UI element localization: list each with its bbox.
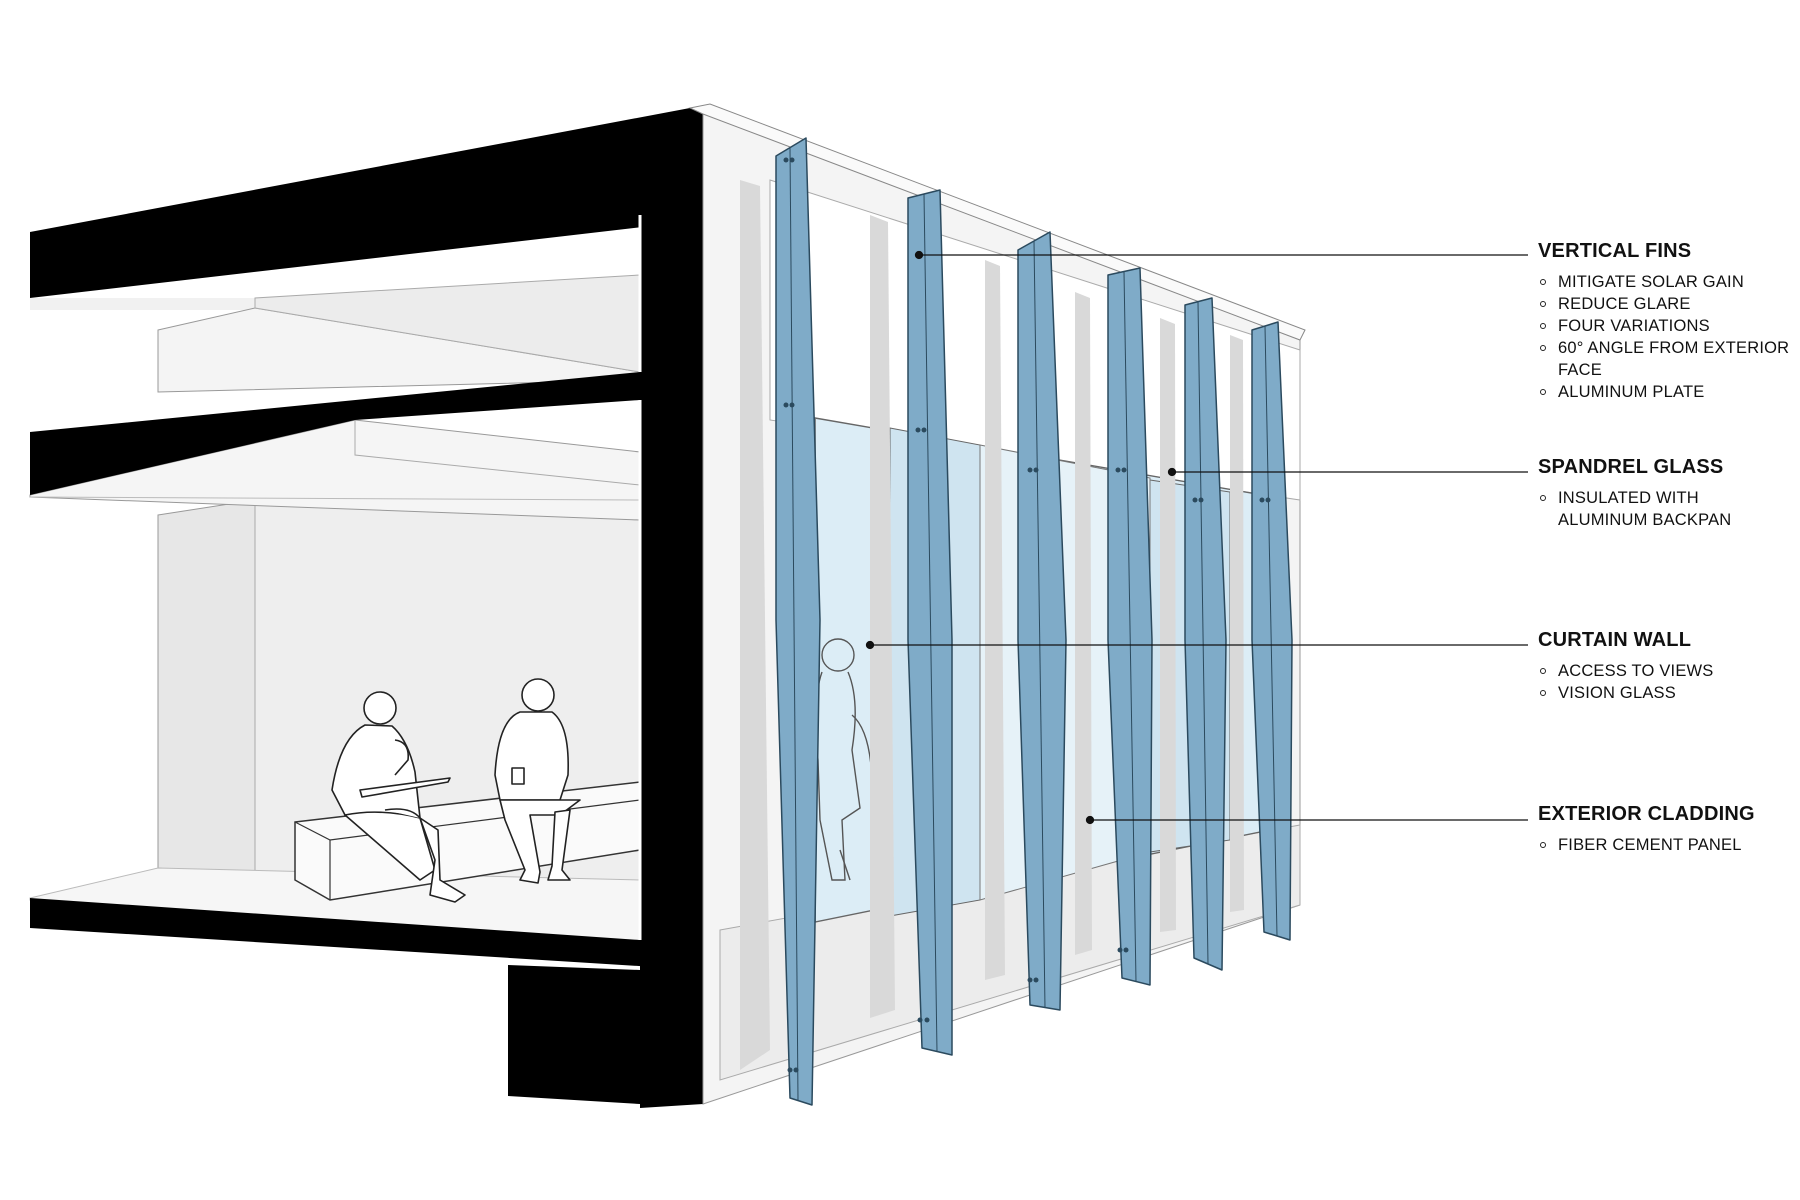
callout-item: REDUCE GLARE	[1538, 293, 1800, 315]
mid-slab	[30, 370, 703, 495]
callout-item: INSULATED WITH	[1538, 487, 1800, 509]
fin-5	[1184, 297, 1227, 971]
floor-slab	[30, 898, 703, 970]
parapet-coping	[688, 103, 1306, 341]
fin-fasteners	[783, 157, 1271, 1073]
exterior-wall-cut	[640, 112, 703, 1108]
callout-title: SPANDREL GLASS	[1538, 456, 1724, 478]
leader-lines	[865, 250, 1528, 825]
callout-item-continuation: ALUMINUM BACKPAN	[1558, 511, 1732, 529]
lower-room-column	[157, 499, 256, 879]
interior-room	[29, 267, 671, 956]
vertical-fins	[775, 137, 1293, 1106]
fin-3	[1017, 231, 1067, 1011]
callout-vertical-fins: VERTICAL FINS MITIGATE SOLAR GAIN REDUCE…	[1538, 240, 1800, 403]
callout-list: INSULATED WITH ALUMINUM BACKPAN	[1538, 487, 1800, 531]
callout-item: VISION GLASS	[1538, 682, 1800, 704]
callout-item-continuation: FACE	[1558, 361, 1602, 379]
callout-curtain-wall: CURTAIN WALL ACCESS TO VIEWS VISION GLAS…	[1538, 629, 1800, 704]
callout-item: FIBER CEMENT PANEL	[1538, 834, 1800, 856]
callout-item: FOUR VARIATIONS	[1538, 315, 1800, 337]
callout-item: MITIGATE SOLAR GAIN	[1538, 271, 1800, 293]
callout-title: EXTERIOR CLADDING	[1538, 803, 1755, 825]
callout-exterior-cladding: EXTERIOR CLADDING FIBER CEMENT PANEL	[1538, 803, 1800, 856]
fin-6	[1251, 321, 1293, 941]
callout-item: 60° ANGLE FROM EXTERIOR	[1538, 337, 1800, 359]
callout-title: VERTICAL FINS	[1538, 240, 1692, 262]
upper-room-back-wall	[30, 298, 255, 310]
seated-people	[331, 678, 581, 903]
callout-list: MITIGATE SOLAR GAIN REDUCE GLARE FOUR VA…	[1538, 271, 1800, 403]
callout-item: ALUMINUM PLATE	[1538, 381, 1800, 403]
callout-list: FIBER CEMENT PANEL	[1538, 834, 1800, 856]
callout-title: CURTAIN WALL	[1538, 629, 1692, 651]
person-sketching	[331, 691, 466, 903]
section-cut	[30, 108, 703, 1108]
callout-item: ACCESS TO VIEWS	[1538, 660, 1800, 682]
roof-slab	[30, 108, 703, 298]
callout-list: ACCESS TO VIEWS VISION GLASS	[1538, 660, 1800, 704]
callout-spandrel-glass: SPANDREL GLASS INSULATED WITH ALUMINUM B…	[1538, 456, 1800, 531]
foundation	[508, 965, 640, 1104]
person-with-phone	[494, 678, 581, 884]
fin-1	[775, 137, 821, 1106]
